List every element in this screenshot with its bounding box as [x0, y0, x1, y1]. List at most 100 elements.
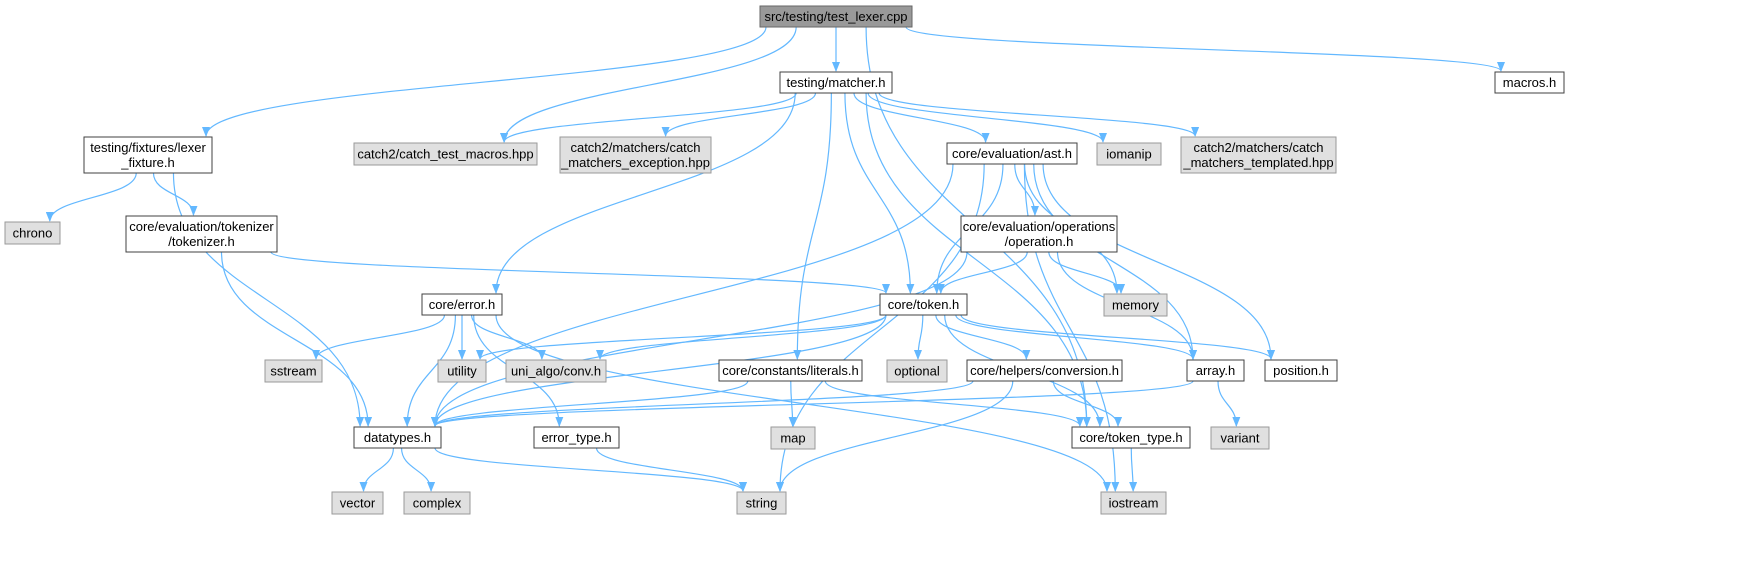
node-label: core/evaluation/ast.h — [952, 146, 1072, 161]
node-label: macros.h — [1503, 75, 1556, 90]
node-array[interactable]: array.h — [1186, 359, 1245, 382]
edge-matcher-to-ast — [853, 92, 990, 143]
node-box — [559, 136, 712, 174]
node-label: catch2/catch_test_macros.hpp — [357, 147, 533, 162]
node-vector: vector — [331, 491, 384, 515]
node-lexer-fixture[interactable]: testing/fixtures/lexer_fixture.h — [83, 136, 213, 174]
edge-matcher-to-matchers_exception — [661, 92, 817, 137]
edge-datatypes-to-string — [434, 447, 747, 492]
node-token-type[interactable]: core/token_type.h — [1071, 426, 1191, 449]
edge-operation-to-datatypes — [431, 251, 968, 427]
node-error-type[interactable]: error_type.h — [533, 426, 620, 449]
node-ast[interactable]: core/evaluation/ast.h — [946, 142, 1078, 165]
node-box — [718, 359, 863, 382]
node-label: utility — [447, 364, 477, 379]
node-sstream: sstream — [264, 359, 323, 383]
edge-matcher-to-token — [844, 92, 915, 294]
edge-literals-to-map — [788, 380, 797, 427]
node-label: _matchers_exception.hpp — [560, 155, 710, 170]
node-box — [736, 491, 787, 515]
node-box — [960, 215, 1118, 253]
node-label: core/evaluation/tokenizer — [129, 219, 274, 234]
node-label: sstream — [270, 364, 316, 379]
node-label: core/token_type.h — [1079, 430, 1182, 445]
node-box — [353, 426, 442, 449]
edge-test_lexer-to-catch_test_macros — [500, 26, 797, 143]
node-label: testing/fixtures/lexer — [90, 140, 206, 155]
node-tokenizer[interactable]: core/evaluation/tokenizer/tokenizer.h — [125, 215, 278, 253]
node-box — [83, 136, 213, 174]
node-optional: optional — [886, 359, 948, 383]
node-box — [770, 426, 816, 450]
edge-error_type-to-string — [595, 447, 747, 492]
edge-test_lexer-to-lexer_fixture — [202, 26, 767, 137]
node-box — [403, 491, 471, 515]
node-label: _fixture.h — [120, 155, 174, 170]
node-label: core/error.h — [429, 297, 495, 312]
node-label: memory — [1112, 298, 1159, 313]
node-label: datatypes.h — [364, 430, 431, 445]
edge-datatypes-to-complex — [400, 447, 436, 492]
edge-token-to-position — [960, 314, 1275, 360]
node-label: /operation.h — [1005, 234, 1074, 249]
edge-token-to-array — [955, 314, 1197, 360]
edge-matcher-to-literals — [793, 92, 832, 360]
node-label: string — [746, 496, 778, 511]
node-conversion[interactable]: core/helpers/conversion.h — [966, 359, 1123, 382]
node-label: testing/matcher.h — [787, 75, 886, 90]
edge-matcher-to-catch_test_macros — [500, 92, 797, 143]
edge-token-to-conversion — [935, 314, 1031, 360]
edge-lexer_fixture-to-chrono — [45, 172, 137, 222]
node-box — [966, 359, 1123, 382]
edge-matcher-to-matchers_templated — [878, 92, 1199, 137]
edge-token_type-to-iostream — [1129, 447, 1138, 492]
edge-matcher-to-error — [492, 92, 796, 294]
node-variant: variant — [1210, 426, 1270, 450]
node-label: vector — [340, 496, 376, 511]
node-box — [533, 426, 620, 449]
node-label: map — [780, 431, 805, 446]
node-label: iomanip — [1106, 147, 1152, 162]
node-iostream: iostream — [1100, 491, 1167, 515]
node-label: core/constants/literals.h — [722, 363, 859, 378]
node-matcher[interactable]: testing/matcher.h — [779, 71, 893, 94]
node-label: error_type.h — [541, 430, 611, 445]
node-complex: complex — [403, 491, 471, 515]
node-matchers-exception: catch2/matchers/catch_matchers_exception… — [559, 136, 712, 174]
node-box — [1100, 491, 1167, 515]
node-label: uni_algo/conv.h — [511, 364, 601, 379]
node-label: core/evaluation/operations — [963, 219, 1116, 234]
node-label: src/testing/test_lexer.cpp — [764, 9, 907, 24]
node-label: chrono — [13, 226, 53, 241]
node-box — [886, 359, 948, 383]
node-label: _matchers_templated.hpp — [1182, 155, 1333, 170]
node-error[interactable]: core/error.h — [421, 293, 503, 316]
node-box — [1096, 142, 1162, 166]
node-utility: utility — [437, 359, 487, 383]
node-label: optional — [894, 364, 940, 379]
node-box — [4, 221, 61, 245]
node-box — [879, 293, 968, 316]
node-label: core/token.h — [888, 297, 960, 312]
node-box — [264, 359, 323, 383]
node-datatypes[interactable]: datatypes.h — [353, 426, 442, 449]
edge-lexer_fixture-to-datatypes — [172, 172, 365, 427]
node-position[interactable]: position.h — [1264, 359, 1338, 382]
node-operation[interactable]: core/evaluation/operations/operation.h — [960, 215, 1118, 253]
node-box — [1103, 293, 1168, 317]
node-macros[interactable]: macros.h — [1494, 71, 1565, 94]
node-matchers-templated: catch2/matchers/catch_matchers_templated… — [1180, 136, 1337, 174]
node-box — [421, 293, 503, 316]
edge-literals-to-datatypes — [431, 380, 749, 427]
node-label: array.h — [1196, 363, 1236, 378]
node-token[interactable]: core/token.h — [879, 293, 968, 316]
edge-ast-to-array — [1033, 163, 1197, 360]
node-box — [779, 71, 893, 94]
node-catch-test-macros: catch2/catch_test_macros.hpp — [353, 142, 538, 166]
node-literals[interactable]: core/constants/literals.h — [718, 359, 863, 382]
node-label: core/helpers/conversion.h — [970, 363, 1119, 378]
node-box — [946, 142, 1078, 165]
edge-matcher-to-iomanip — [867, 92, 1107, 143]
node-conv: uni_algo/conv.h — [505, 359, 607, 383]
node-chrono: chrono — [4, 221, 61, 245]
